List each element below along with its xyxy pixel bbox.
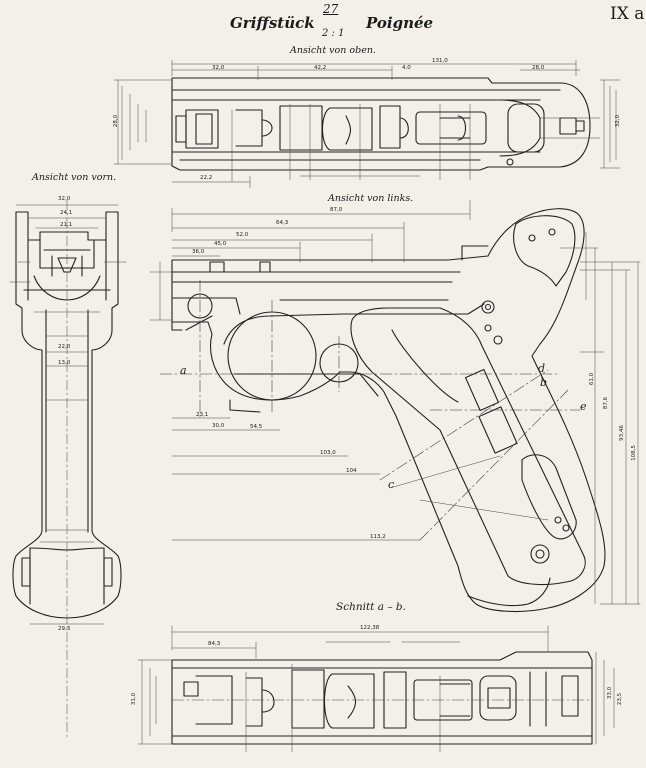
- dim-front-width: 32,0: [58, 196, 71, 202]
- dim-section-b: 31,0: [131, 692, 138, 706]
- section-mark-d: d: [538, 362, 546, 375]
- section-mark-e: e: [580, 400, 587, 413]
- label-section-view: Schnitt a – b.: [336, 601, 406, 613]
- dim-left-height4: 61,0: [589, 372, 596, 386]
- dim-left-k: 113,2: [370, 534, 386, 540]
- dim-top-d: 28,0: [532, 65, 545, 71]
- dim-left-height3: 87,6: [603, 396, 610, 410]
- dim-top-c: 4,0: [402, 65, 411, 71]
- dim-front-inner2: 21,1: [60, 222, 73, 228]
- dim-front-grip: 22,0: [58, 344, 71, 350]
- drawing-title-de: Griffstück: [230, 14, 315, 32]
- dim-top-e: 22,2: [200, 175, 213, 181]
- dim-left-height2: 93,46: [618, 425, 625, 441]
- dim-front-grip2: 13,0: [58, 360, 71, 366]
- dim-left-d: 36,0: [192, 249, 205, 255]
- label-top-view: Ansicht von oben.: [290, 45, 376, 56]
- dim-left-g: 30,0: [212, 423, 225, 429]
- dim-left-height: 108,5: [630, 445, 637, 461]
- dim-section-a: 84,3: [208, 641, 221, 647]
- label-left-view: Ansicht von links.: [328, 193, 414, 204]
- dim-section-overall: 122,38: [360, 625, 380, 631]
- front-view: [9, 199, 127, 741]
- dim-top-g: 32,0: [615, 114, 622, 128]
- dim-left-overall: 87,0: [330, 207, 343, 213]
- dim-top-overall: 131,0: [432, 58, 448, 64]
- dim-top-a: 32,0: [212, 65, 225, 71]
- section-mark-a: a: [180, 364, 187, 377]
- dim-section-c: 33,0: [607, 686, 614, 700]
- section-mark-c: c: [388, 478, 395, 491]
- dim-section-d: 23,5: [617, 692, 624, 706]
- dim-left-j: 104: [346, 468, 357, 474]
- dim-front-inner: 24,1: [60, 210, 73, 216]
- dim-left-i: 103,0: [320, 450, 336, 456]
- top-view: [113, 59, 621, 189]
- dim-left-c: 45,0: [214, 241, 227, 247]
- section-mark-b: b: [540, 376, 548, 389]
- dim-left-b: 52,0: [236, 232, 249, 238]
- dim-left-f: 23,1: [196, 412, 209, 418]
- scale-label: 2 : 1: [322, 28, 345, 39]
- figure-number: 27: [323, 2, 339, 16]
- dim-top-b: 42,2: [314, 65, 327, 71]
- dim-left-h: 54,5: [250, 424, 263, 430]
- section-view: [137, 625, 615, 753]
- dim-front-base: 29,3: [58, 626, 71, 632]
- sheet-number: IX a: [610, 4, 645, 24]
- dim-top-f: 28,0: [113, 114, 120, 128]
- left-view: [149, 199, 641, 612]
- drawing-title-fr: Poignée: [366, 14, 434, 32]
- label-front-view: Ansicht von vorn.: [32, 172, 117, 183]
- dim-left-a: 64,3: [276, 220, 289, 226]
